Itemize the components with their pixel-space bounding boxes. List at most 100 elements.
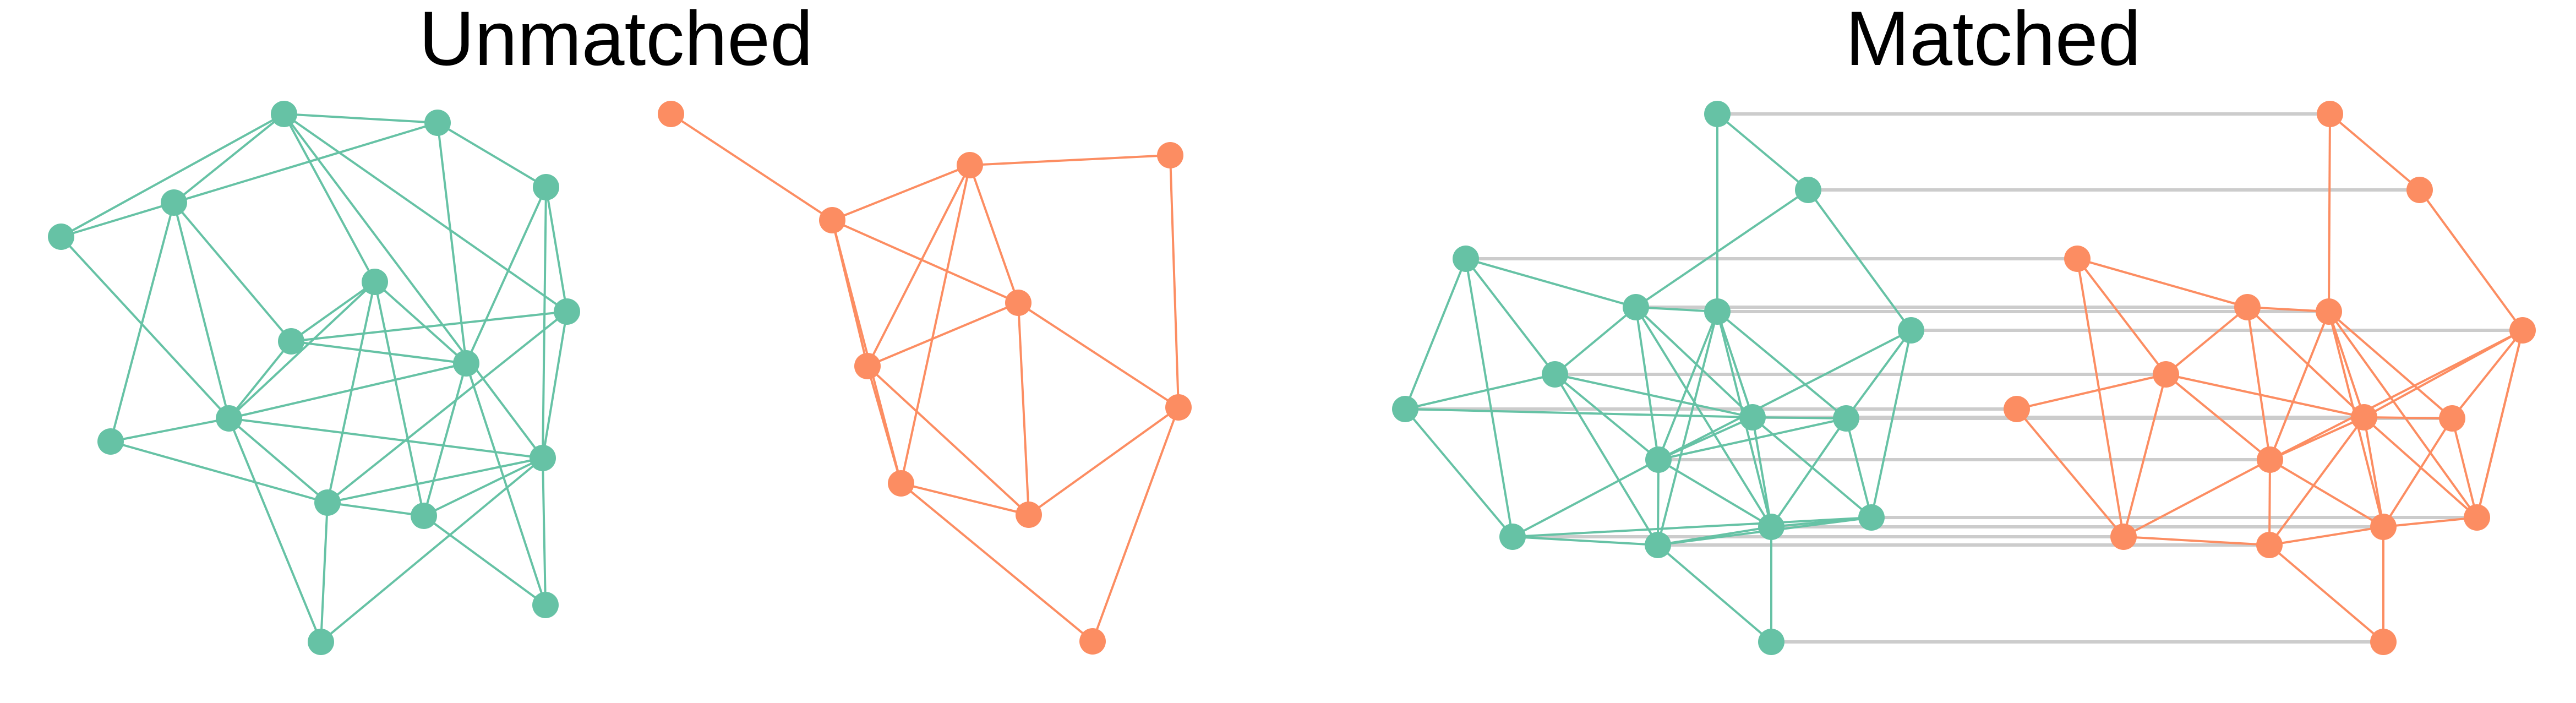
- unmatched-green-edge: [228, 418, 322, 642]
- unmatched-green-edge: [291, 340, 467, 364]
- matched-green-edge: [1405, 373, 1556, 410]
- matched-orange-edge: [2246, 307, 2271, 460]
- unmatched-green-edge: [374, 281, 425, 516]
- matched-green-edge: [1512, 459, 1659, 538]
- matched-orange-edge: [2269, 526, 2384, 546]
- matched-orange-edge: [2328, 310, 2478, 519]
- matched-green-node: [1499, 524, 1526, 550]
- unmatched-green-edge: [374, 281, 467, 364]
- matched-orange-edge: [2451, 329, 2524, 419]
- unmatched-green-edge: [110, 417, 230, 443]
- unmatched-orange-edge: [866, 165, 971, 367]
- unmatched-green-edge: [228, 340, 292, 419]
- matched-orange-node: [2370, 514, 2397, 540]
- unmatched-green-graph: [48, 101, 580, 655]
- unmatched-orange-edge: [832, 219, 1019, 304]
- unmatched-green-edge: [465, 187, 547, 364]
- unmatched-orange-edge: [1017, 302, 1180, 408]
- matched-orange-edge: [2247, 306, 2329, 313]
- matched-green-edge: [1554, 306, 1637, 375]
- unmatched-green-edge: [436, 122, 547, 188]
- unmatched-panel-title: Unmatched: [419, 0, 813, 81]
- matched-orange-edge: [2268, 459, 2271, 546]
- unmatched-green-edge: [228, 417, 543, 459]
- matched-orange-edge: [2076, 258, 2167, 375]
- unmatched-green-node: [278, 328, 304, 355]
- matched-orange-node: [2234, 294, 2261, 320]
- unmatched-green-edge: [60, 236, 230, 419]
- matched-panel-title: Matched: [1845, 0, 2141, 81]
- matched-green-node: [1392, 396, 1418, 422]
- matched-orange-node: [2064, 246, 2091, 272]
- matched-orange-node: [2257, 446, 2283, 473]
- unmatched-orange-node: [854, 353, 881, 379]
- matched-green-edge: [1751, 417, 1772, 527]
- unmatched-green-edge: [283, 113, 568, 313]
- unmatched-green-edge: [173, 113, 285, 204]
- unmatched-green-node: [362, 269, 388, 295]
- unmatched-orange-edge: [900, 482, 1029, 516]
- matched-orange-node: [2153, 361, 2179, 388]
- matched-orange-edge: [2165, 306, 2248, 375]
- unmatched-green-node: [48, 224, 74, 250]
- matched-orange-node: [2406, 177, 2433, 203]
- matched-orange-edge: [2268, 544, 2384, 643]
- matched-green-node: [1645, 446, 1672, 473]
- matched-orange-edge: [2363, 417, 2384, 527]
- matched-orange-edge: [2329, 113, 2421, 191]
- unmatched-orange-edge: [1169, 155, 1180, 408]
- unmatched-green-node: [554, 298, 580, 325]
- matched-orange-edge: [2269, 459, 2384, 528]
- matched-orange-node: [2464, 504, 2490, 531]
- unmatched-orange-node: [1016, 502, 1042, 528]
- matched-orange-edge: [2246, 306, 2365, 418]
- unmatched-green-node: [411, 503, 437, 529]
- matched-green-edge: [1657, 311, 1718, 546]
- unmatched-green-edge: [228, 417, 329, 504]
- matched-green-edge: [1657, 459, 1772, 528]
- matched-orange-edge: [2269, 329, 2523, 461]
- unmatched-green-node: [161, 189, 187, 216]
- matched-green-edge: [1658, 329, 1912, 461]
- matched-orange-edge: [2476, 330, 2524, 518]
- unmatched-green-edge: [173, 202, 230, 419]
- unmatched-green-edge: [61, 113, 285, 238]
- matched-green-edge: [1716, 311, 1754, 418]
- unmatched-green-node: [216, 405, 242, 432]
- unmatched-green-edge: [327, 502, 424, 517]
- matched-green-edge: [1716, 310, 1847, 419]
- matched-orange-node: [2004, 396, 2030, 422]
- matched-green-node: [1898, 317, 1924, 344]
- matched-green-node: [1704, 101, 1731, 127]
- unmatched-green-edge: [327, 457, 543, 504]
- matched-orange-edge: [2165, 373, 2365, 418]
- unmatched-green-edge: [542, 311, 568, 459]
- unmatched-green-edge: [61, 122, 438, 238]
- unmatched-orange-edge: [1017, 302, 1030, 515]
- unmatched-green-edge: [228, 362, 467, 419]
- matched-green-node: [1453, 246, 1479, 272]
- matched-green-node: [1758, 514, 1784, 540]
- matched-orange-edge: [2419, 189, 2524, 331]
- matched-orange-node: [2509, 317, 2536, 344]
- unmatched-orange-edge: [900, 482, 1094, 642]
- unmatched-green-node: [453, 350, 479, 377]
- matched-green-edge: [1845, 329, 1912, 419]
- matched-green-edge: [1716, 113, 1809, 191]
- matched-green-node: [1623, 294, 1649, 320]
- matched-green-edge: [1657, 544, 1772, 643]
- unmatched-orange-edge: [1091, 407, 1180, 642]
- matched-orange-edge: [2364, 416, 2453, 419]
- matched-green-edge: [1554, 373, 1660, 461]
- matched-orange-edge: [2382, 417, 2453, 528]
- unmatched-orange-edge: [969, 165, 1019, 303]
- matched-orange-node: [2317, 101, 2343, 127]
- matched-green-edge: [1554, 373, 1753, 418]
- matched-orange-edge: [2364, 329, 2523, 418]
- matched-green-edge: [1512, 536, 1658, 546]
- matched-green-node: [1645, 532, 1671, 558]
- unmatched-green-edge: [110, 202, 175, 442]
- matched-green-node: [1858, 504, 1885, 531]
